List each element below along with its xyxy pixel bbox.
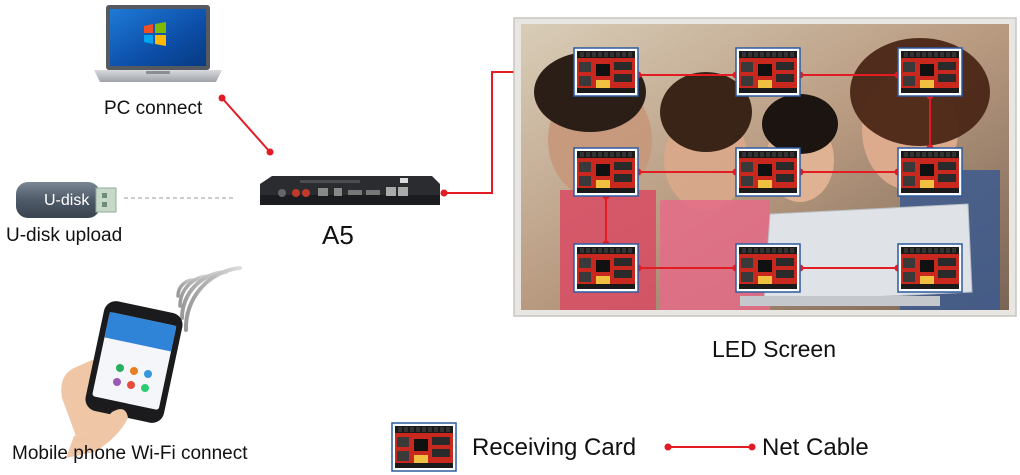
udisk-stick-label: U-disk (44, 192, 90, 209)
receiving-card-icon (897, 47, 963, 97)
pc-connect-label: PC connect (104, 98, 203, 119)
receiving-card-icon (573, 47, 639, 97)
receiving-card-icon (573, 147, 639, 197)
controller-label: A5 (322, 220, 354, 250)
wifi-waves-icon (176, 266, 242, 332)
receiving-card-icon (735, 243, 801, 293)
usb-stick-icon (16, 182, 117, 218)
legend-receiving-card-icon (391, 422, 457, 472)
phone-icon (61, 301, 183, 458)
udisk-upload-label: U-disk upload (6, 225, 123, 246)
mobile-wifi-label: Mobile phone Wi-Fi connect (12, 443, 248, 464)
legend-net-cable-label: Net Cable (762, 434, 869, 461)
legend-receiving-card-label: Receiving Card (472, 434, 637, 461)
net-cables (605, 74, 931, 269)
receiving-card-icon (573, 243, 639, 293)
receiving-card-grid (573, 47, 963, 293)
receiving-card-icon (897, 243, 963, 293)
receiving-card-icon (735, 147, 801, 197)
receiving-card-icon (897, 147, 963, 197)
receiving-card-icon (735, 47, 801, 97)
led-screen-label: LED Screen (712, 336, 837, 362)
legend (391, 422, 756, 472)
controller-box-icon (260, 176, 440, 205)
laptop-icon (94, 5, 222, 82)
